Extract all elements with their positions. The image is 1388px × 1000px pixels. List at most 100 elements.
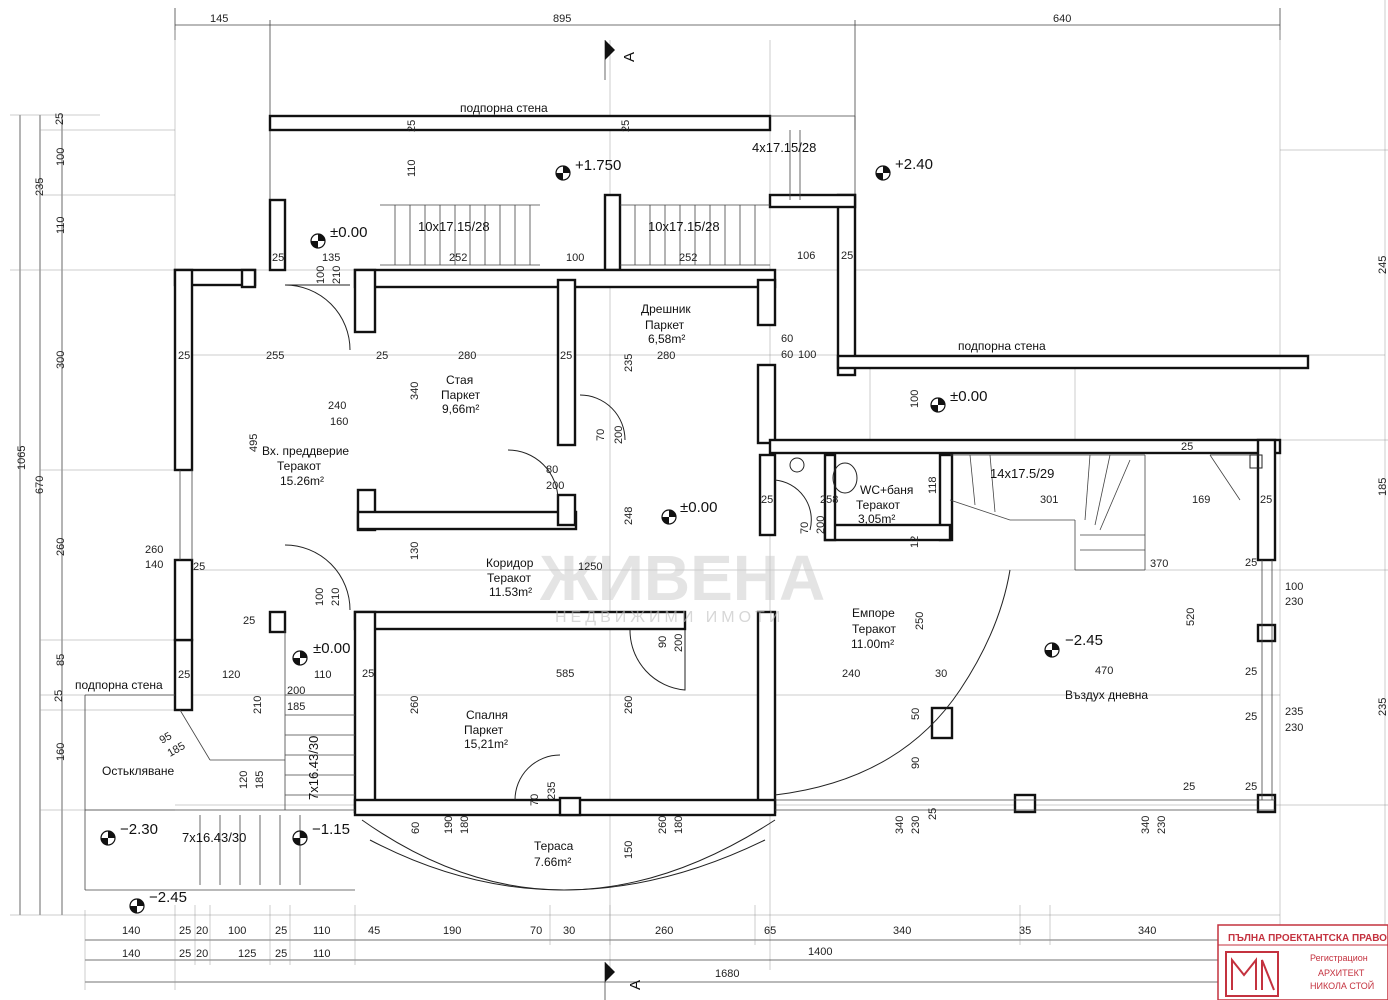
air-living-label: Въздух дневна [1065,688,1148,702]
stair-label-5: 7x16.43/30 [306,736,321,800]
room-area: 9,66m² [442,402,479,416]
dim-plan: 180 [459,816,471,834]
dim-plan: 25 [193,561,205,573]
dim-plan: 25 [1181,441,1193,453]
dim-plan: 100 [315,266,327,284]
dim-plan: 235 [546,782,558,800]
dim-plan: 25 [1183,781,1195,793]
dim-plan: 120 [222,669,240,681]
dim-plan: 135 [322,252,340,264]
dim-plan: 100 [566,252,584,264]
dim-plan: 200 [287,685,305,697]
bottom-dims-row-b: 140 25 20 125 25 110 1400 [122,946,832,960]
dim-bottom: 140 [122,948,140,960]
room-area: 6,58m² [648,332,685,346]
dim-plan: 130 [409,542,421,560]
dim-plan: 100 [314,588,326,606]
room-floor: Теракот [487,571,531,585]
dim-plan: 110 [314,669,332,681]
dim-plan: 180 [673,816,685,834]
dim-bottom: 25 [179,925,191,937]
room-name: WC+баня [860,483,913,497]
dim-plan: 230 [1285,596,1303,608]
dim-plan: 25 [178,669,190,681]
dim-plan: 200 [613,426,625,444]
level-6: ±0.00 [313,640,350,657]
dim-left: 110 [55,216,67,234]
dim-left: 260 [55,538,67,556]
level-8: −2.30 [120,821,158,838]
dim-plan: 260 [409,696,421,714]
thin-lines [84,115,1275,891]
dim-plan: 585 [556,668,574,680]
room-area: 3,05m² [858,512,895,526]
dim-plan: 25 [1245,666,1257,678]
room-area: 7.66m² [534,855,571,869]
dim-bottom: 25 [275,925,287,937]
dim-plan: 106 [797,250,815,262]
retaining-wall-left-label: подпорна стена [75,678,163,692]
dim-top: 145 [210,13,228,25]
room-floor: Паркет [464,723,504,737]
dim-bottom: 140 [122,925,140,937]
dim-plan: 100 [909,390,921,408]
dim-plan: 200 [815,516,827,534]
dim-bottom: 45 [368,925,380,937]
stair-label-2: 10x17.15/28 [418,219,490,234]
level-1: +1.750 [575,157,621,174]
dim-bottom: 35 [1019,925,1031,937]
section-label-top: A [621,52,638,62]
dim-plan: 240 [328,400,346,412]
dim-plan: 25 [362,668,374,680]
dim-plan: 210 [252,696,264,714]
watermark-subtitle: НЕДВИЖИМИ ИМОТИ [555,609,784,626]
dim-left: 100 [55,148,67,166]
dim-plan: 230 [910,816,922,834]
section-label-bottom: A [627,980,644,990]
dim-bottom: 65 [764,925,776,937]
dim-plan: 25 [272,252,284,264]
dim-plan: 301 [1040,494,1058,506]
room-name: Коридор [486,556,534,570]
dim-plan: 240 [842,668,860,680]
section-marker-bottom [604,962,615,1000]
dim-right: 245 [1377,256,1388,274]
level-7: −2.45 [1065,632,1103,649]
dim-plan: 95 [158,730,175,747]
dim-plan: 470 [1095,665,1113,677]
glazing-label: Остькляване [102,764,175,778]
dim-plan: 60 [781,333,793,345]
dim-bottom: 125 [238,948,256,960]
room-name: Вх. преддверие [262,444,349,458]
stairs [199,204,1258,885]
dim-plan: 25 [1245,781,1257,793]
dim-plan: 25 [376,350,388,362]
dim-plan: 258 [820,494,838,506]
dim-plan: 340 [894,816,906,834]
dim-plan: 185 [287,701,305,713]
dim-plan: 70 [799,522,811,534]
dim-plan: 260 [623,696,635,714]
dim-plan: 210 [330,588,342,606]
dim-left: 25 [53,690,65,702]
stair-label-4: 14x17.5/29 [990,466,1054,481]
dim-plan: 248 [623,507,635,525]
room-area: 11.53m² [489,585,532,599]
dim-plan: 520 [1185,608,1197,626]
section-marker-top [604,40,615,80]
dim-plan: 25 [243,615,255,627]
watermark-title: ЖИВЕНА [539,542,825,614]
architect-stamp [1217,924,1388,1000]
dim-plan: 260 [657,816,669,834]
dim-plan: 280 [458,350,476,362]
dim-plan: 260 [145,544,163,556]
room-hall: Вх. преддверие Теракот 15.26m² [262,444,349,488]
stair-label-3: 10x17.15/28 [648,219,720,234]
dim-bottom: 30 [563,925,575,937]
dim-plan: 235 [1285,706,1303,718]
dim-plan: 230 [1285,722,1303,734]
dim-bottom: 110 [313,948,331,960]
dim-plan: 200 [673,634,685,652]
room-bedroom: Спалня Паркет 15,21m² [464,708,508,751]
